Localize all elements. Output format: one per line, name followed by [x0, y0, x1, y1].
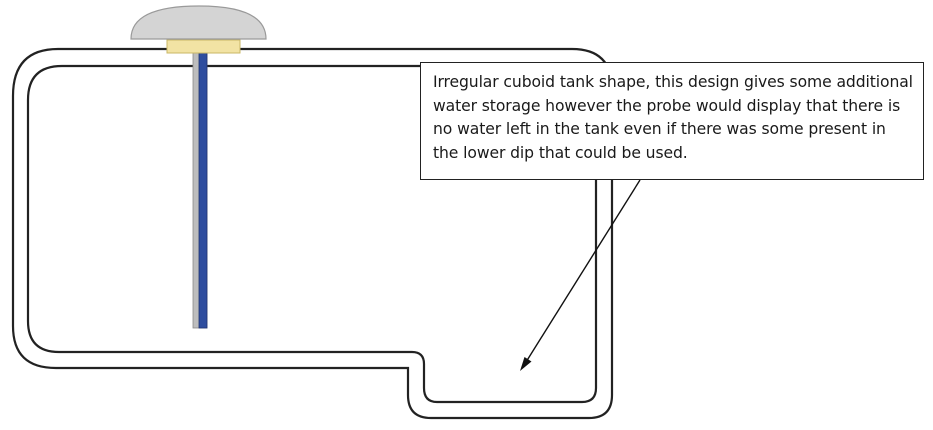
cap-base — [166, 39, 241, 54]
arrowhead-icon — [520, 357, 532, 371]
annotation-callout: Irregular cuboid tank shape, this design… — [420, 62, 924, 180]
annotation-text: Irregular cuboid tank shape, this design… — [433, 73, 913, 162]
callout-arrow-line — [525, 179, 641, 363]
dome-cap-icon — [130, 5, 267, 40]
probe-rod — [198, 49, 208, 329]
